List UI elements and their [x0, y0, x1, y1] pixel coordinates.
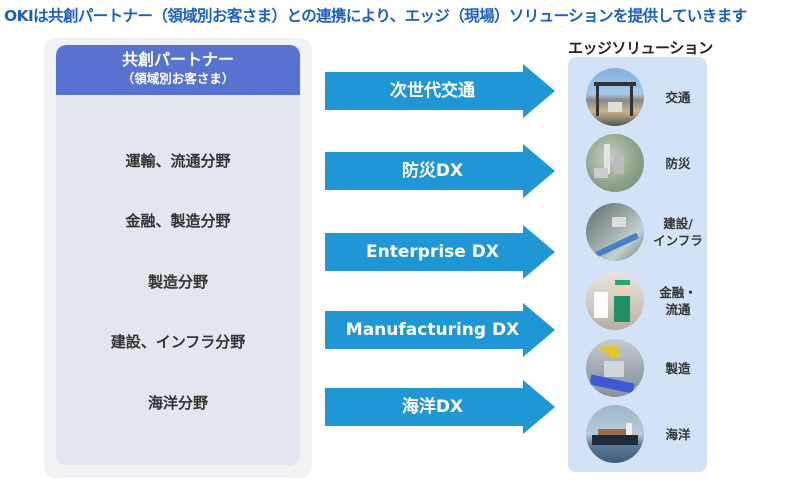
page-title: OKIは共創パートナー（領域別お客さま）との連携により、エッジ（現場）ソリューシ…	[4, 7, 747, 25]
partner-field: 製造分野	[147, 273, 208, 291]
factory-robot-photo	[586, 339, 644, 397]
partner-heading: 共創パートナー	[121, 50, 234, 69]
edge-label: 海洋	[665, 426, 691, 442]
partner-subheading: （領域別お客さま）	[121, 71, 235, 86]
city-aerial-photo	[586, 134, 644, 192]
partner-field: 海洋分野	[147, 394, 208, 412]
edge-label: 防災	[665, 155, 691, 171]
arrow-right-icon	[523, 144, 555, 198]
retail-worker-photo	[586, 272, 644, 330]
arrow-next-gen-traffic: 次世代交通	[325, 64, 555, 118]
edge-item-disaster: 防災	[586, 134, 706, 194]
arrow-right-icon	[523, 225, 555, 279]
edge-item-finance-retail: 金融・ 流通	[586, 272, 706, 332]
partner-field: 建設、インフラ分野	[110, 333, 246, 351]
edge-label: 交通	[665, 89, 691, 105]
edge-label: 製造	[665, 360, 691, 376]
edge-solutions-heading: エッジソリューション	[568, 39, 713, 57]
edge-item-manufacturing: 製造	[586, 339, 706, 399]
edge-solutions-panel: 交通 防災 建設/ インフラ 金融・ 流通 製造 海洋	[568, 57, 707, 472]
partner-field: 運輸、流通分野	[125, 152, 231, 170]
arrow-disaster-dx: 防災DX	[325, 144, 555, 198]
edge-label: 建設/ インフラ	[653, 216, 703, 248]
edge-item-traffic: 交通	[586, 68, 706, 128]
arrow-ocean-dx: 海洋DX	[325, 380, 555, 434]
partner-panel: 共創パートナー （領域別お客さま） 運輸、流通分野 金融、製造分野 製造分野 建…	[56, 45, 300, 465]
arrow-manufacturing-dx: Manufacturing DX	[325, 303, 555, 357]
edge-item-ocean: 海洋	[586, 405, 706, 465]
infrastructure-camera-photo	[586, 203, 644, 261]
edge-label: 金融・ 流通	[659, 285, 697, 317]
arrow-right-icon	[523, 303, 555, 357]
traffic-gantry-photo	[586, 68, 644, 126]
arrow-right-icon	[523, 380, 555, 434]
cargo-ship-photo	[586, 405, 644, 463]
edge-item-infrastructure: 建設/ インフラ	[586, 203, 706, 263]
arrow-enterprise-dx: Enterprise DX	[325, 225, 555, 279]
partner-panel-header: 共創パートナー （領域別お客さま）	[56, 45, 300, 95]
arrow-right-icon	[523, 64, 555, 118]
partner-field: 金融、製造分野	[125, 212, 231, 230]
